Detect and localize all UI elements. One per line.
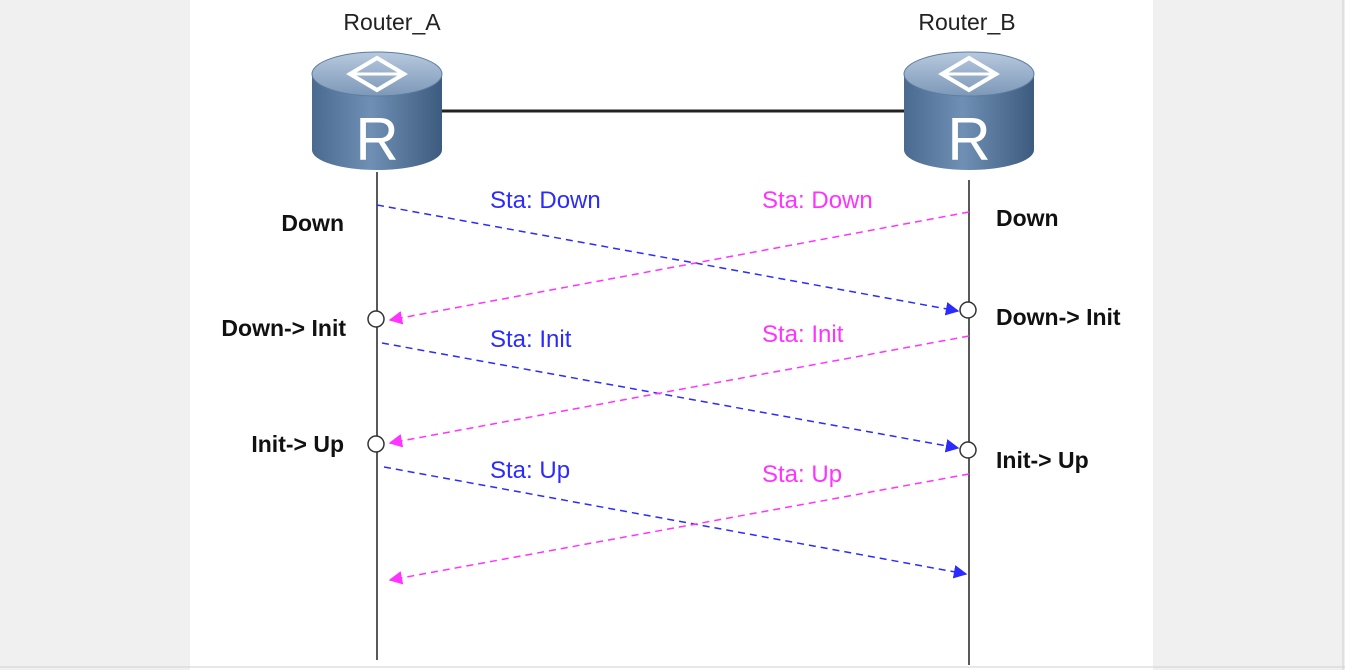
state-label-b-init: Down-> Init: [996, 304, 1121, 330]
message-label-b-init: Sta: Init: [762, 321, 844, 348]
message-label-b-up: Sta: Up: [762, 461, 842, 488]
message-arrow-b-to-a-init: [388, 335, 970, 448]
state-marker-a-init: [367, 310, 385, 328]
state-marker-b-init: [959, 301, 977, 319]
message-arrow-a-to-b-down: [376, 204, 960, 316]
router-b-glyph: R: [947, 106, 990, 173]
message-label-b-down: Sta: Down: [762, 187, 873, 214]
message-label-a-up: Sta: Up: [490, 457, 570, 484]
message-label-a-down: Sta: Down: [490, 187, 601, 214]
state-label-b-down: Down: [996, 205, 1059, 231]
state-marker-b-up: [959, 441, 977, 459]
message-arrow-a-to-b-init: [381, 342, 960, 453]
message-arrow-b-to-a-down: [388, 211, 970, 325]
state-label-a-up: Init-> Up: [251, 431, 344, 457]
router-a-label: Router_A: [343, 9, 441, 35]
message-label-a-init: Sta: Init: [490, 326, 572, 353]
message-arrow-a-to-b-up: [383, 466, 968, 579]
router-a-icon: R: [311, 51, 443, 173]
state-label-a-init: Down-> Init: [221, 315, 346, 341]
router-b-icon: R: [903, 51, 1035, 173]
router-b-label: Router_B: [918, 9, 1015, 35]
state-label-a-down: Down: [281, 210, 344, 236]
message-arrow-b-to-a-up: [388, 473, 970, 585]
state-marker-a-up: [367, 435, 385, 453]
state-label-b-up: Init-> Up: [996, 447, 1089, 473]
router-a-glyph: R: [355, 106, 398, 173]
